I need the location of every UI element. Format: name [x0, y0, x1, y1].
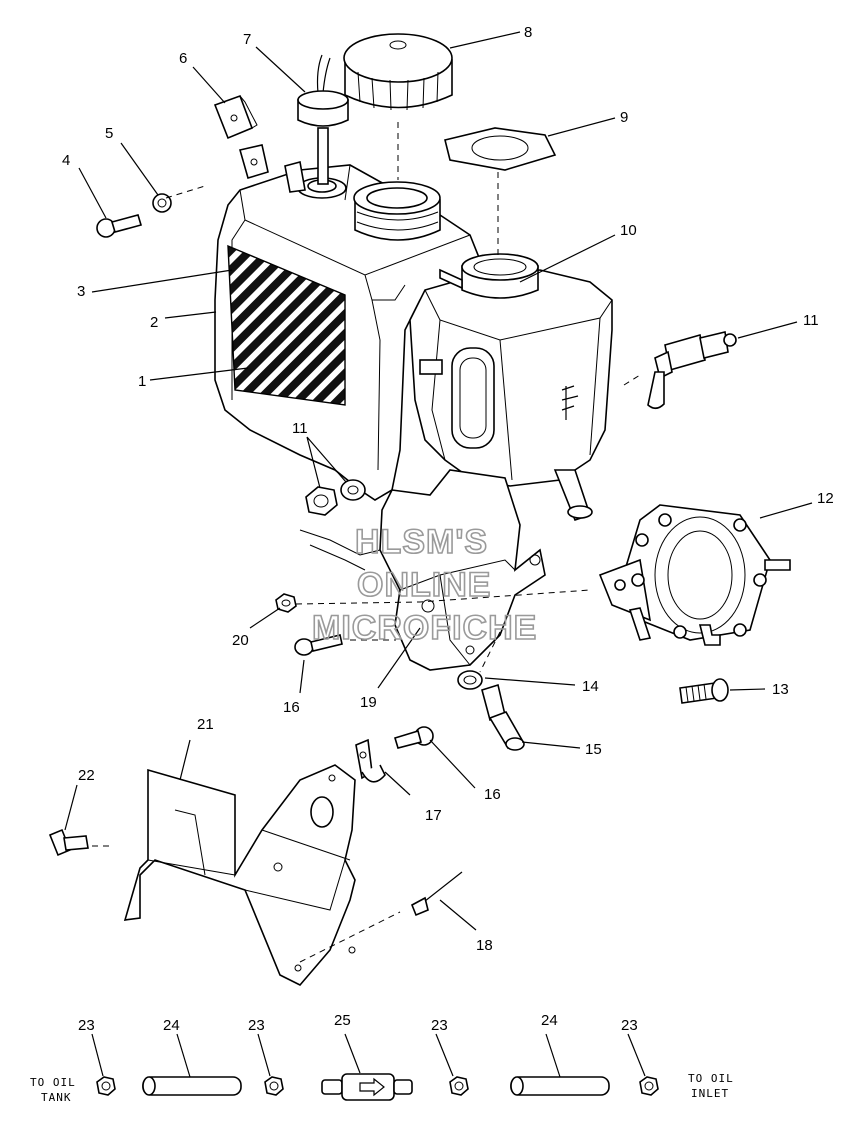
- oil-tank: [214, 164, 481, 501]
- washer-11: [340, 479, 366, 501]
- callout-6: 6: [179, 50, 187, 67]
- pump-bolt: [679, 678, 729, 704]
- watermark-line3: MICROFICHE: [312, 609, 537, 647]
- callout-16-left: 16: [283, 699, 300, 716]
- leader-lines: [64, 31, 813, 1078]
- grommet-14: [457, 670, 483, 690]
- hose-clamp-23b: [264, 1076, 284, 1096]
- callout-8: 8: [524, 24, 532, 41]
- callout-13: 13: [772, 681, 789, 698]
- cap-gasket: [444, 127, 557, 171]
- callout-17: 17: [425, 807, 442, 824]
- callout-12: 12: [817, 490, 834, 507]
- screw-16a: [294, 634, 343, 656]
- callout-7: 7: [243, 31, 251, 48]
- callout-1: 1: [138, 373, 146, 390]
- watermark-line1: HLSM'S: [355, 523, 488, 561]
- hose-24b: [510, 1076, 610, 1096]
- callout-19: 19: [360, 694, 377, 711]
- hose-clamp-23d: [639, 1076, 659, 1096]
- callout-22: 22: [78, 767, 95, 784]
- to-oil-tank-line1: TO OIL: [30, 1076, 76, 1089]
- callout-23-c: 23: [431, 1017, 448, 1034]
- sender-neck: [297, 177, 347, 199]
- oil-level-sender: [297, 54, 349, 185]
- callout-23-a: 23: [78, 1017, 95, 1034]
- screw-16b: [394, 726, 434, 749]
- oil-reservoir: [409, 253, 613, 521]
- elbow-fitting-15: [481, 683, 525, 751]
- hose-clamp-23a: [96, 1076, 116, 1096]
- to-oil-tank-line2: TANK: [41, 1091, 72, 1104]
- callout-21: 21: [197, 716, 214, 733]
- hose-clamp-23c: [449, 1076, 469, 1096]
- callout-23-b: 23: [248, 1017, 265, 1034]
- to-oil-inlet-line1: TO OIL: [688, 1072, 734, 1085]
- callout-11-valve: 11: [803, 312, 819, 329]
- callout-24-b: 24: [541, 1012, 558, 1029]
- tank-filler-neck: [353, 181, 441, 241]
- pump-bracket: [299, 469, 546, 671]
- assembly-lines: [92, 122, 641, 963]
- watermark: HLSM'S ONLINE MICROFICHE: [311, 522, 537, 648]
- nut-11: [305, 486, 338, 516]
- tank-mount-tab: [238, 144, 306, 193]
- callout-23-d: 23: [621, 1017, 638, 1034]
- callout-15: 15: [585, 741, 602, 758]
- clamp-17: [355, 738, 386, 783]
- check-valve-25: [321, 1073, 413, 1101]
- cable-tie: [410, 871, 463, 917]
- washer-5: [152, 193, 172, 213]
- callout-9: 9: [620, 109, 628, 126]
- callout-2: 2: [150, 314, 158, 331]
- screw-4: [96, 214, 143, 238]
- callout-5: 5: [105, 125, 113, 142]
- callout-11-nut: 11: [292, 420, 308, 437]
- callout-20: 20: [232, 632, 249, 649]
- callout-25: 25: [334, 1012, 351, 1029]
- callout-3: 3: [77, 283, 85, 300]
- oil-pump: [598, 504, 791, 646]
- shutoff-valve: [647, 331, 737, 410]
- callout-14: 14: [582, 678, 599, 695]
- watermark-line2: ONLINE: [357, 566, 491, 604]
- callout-numbers: 1 2 3 4 5 6 7 8 9 10 11 11 12 13 14 15 1…: [62, 24, 834, 1034]
- callout-10: 10: [620, 222, 637, 239]
- hose-24a: [142, 1076, 242, 1096]
- callout-18: 18: [476, 937, 493, 954]
- clip-nut-6: [213, 94, 258, 140]
- filler-cap: [343, 33, 453, 111]
- routing-labels: TO OIL TANK TO OIL INLET: [30, 1072, 734, 1104]
- mount-bracket-21: [123, 764, 356, 986]
- callout-4: 4: [62, 152, 70, 169]
- callout-16-right: 16: [484, 786, 501, 803]
- filter-screen: [227, 244, 346, 406]
- to-oil-inlet-line2: INLET: [691, 1087, 729, 1100]
- bolt-22: [48, 828, 89, 857]
- callout-24-a: 24: [163, 1017, 180, 1034]
